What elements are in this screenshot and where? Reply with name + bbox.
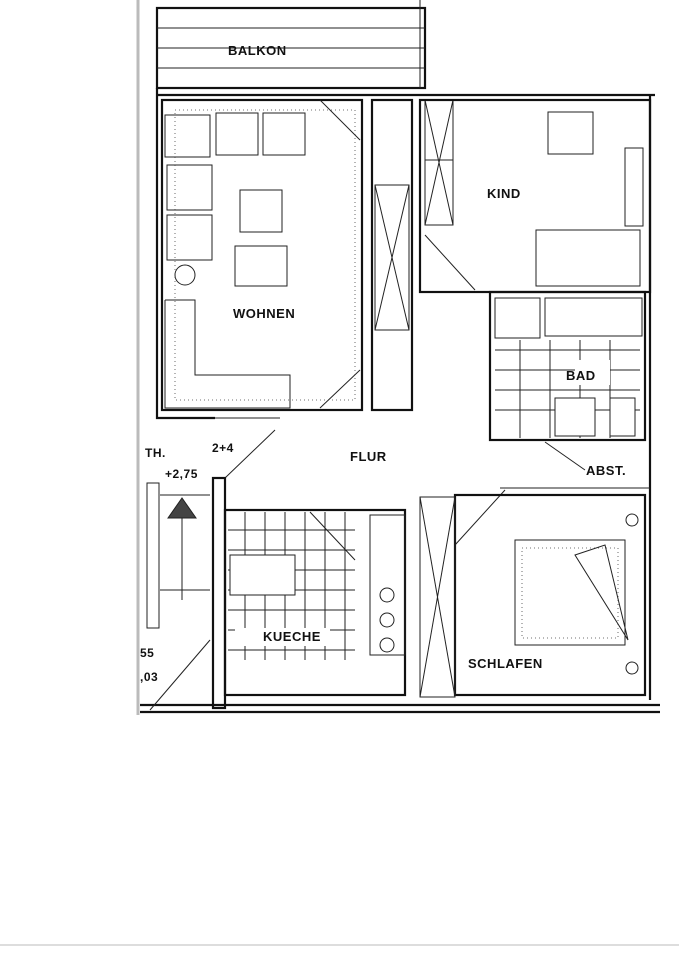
- hallway: [215, 417, 650, 546]
- wardrobes: [370, 98, 454, 412]
- outer-walls: [140, 88, 660, 714]
- label-room-count: 2+4: [212, 441, 234, 455]
- room-schlafen: [419, 493, 647, 698]
- label-schlafen: SCHLAFEN: [468, 656, 543, 671]
- label-bad: BAD: [566, 368, 596, 383]
- label-dim-a: 55: [140, 646, 154, 660]
- room-kind: [418, 98, 652, 294]
- label-dim-b: ,03: [140, 670, 158, 684]
- label-kind: KIND: [487, 186, 521, 201]
- label-th: TH.: [145, 446, 166, 460]
- staircase: [146, 476, 227, 711]
- balcony: [155, 0, 427, 90]
- room-wohnen: [160, 98, 364, 412]
- label-flur: FLUR: [350, 449, 387, 464]
- label-kueche: KUECHE: [263, 629, 321, 644]
- label-level: +2,75: [165, 467, 198, 481]
- room-kueche: [223, 508, 407, 697]
- label-balkon: BALKON: [228, 43, 287, 58]
- room-bad: [488, 290, 647, 471]
- label-abst: ABST.: [586, 463, 626, 478]
- label-wohnen: WOHNEN: [233, 306, 295, 321]
